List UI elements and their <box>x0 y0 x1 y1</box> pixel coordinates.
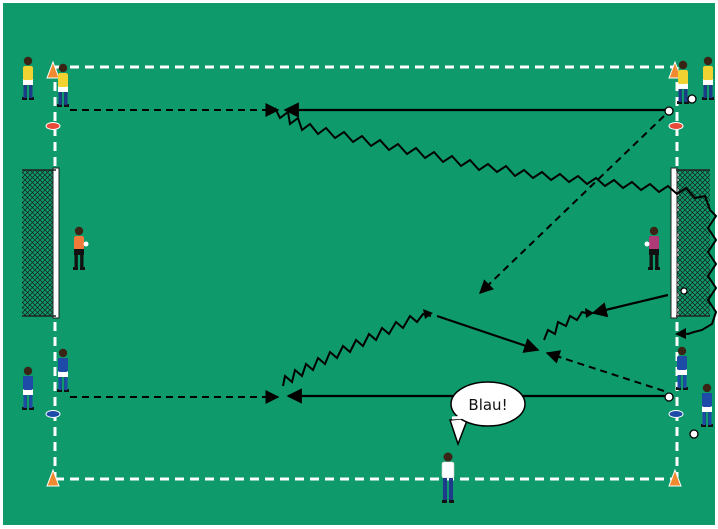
yellow-player <box>702 56 714 100</box>
ball <box>664 106 674 116</box>
ball <box>680 287 688 295</box>
blue-player <box>57 348 69 392</box>
yellow-player <box>57 63 69 107</box>
blue-player <box>676 346 688 390</box>
blue-player <box>22 366 34 410</box>
coach-speech-bubble: Blau! <box>448 381 526 447</box>
field-boundary <box>53 65 679 481</box>
yellow-player <box>22 56 34 100</box>
ball <box>687 94 697 104</box>
cone <box>46 60 60 79</box>
dribble-arrowheads <box>423 308 686 339</box>
marker-disc-red <box>668 122 684 130</box>
coach <box>441 452 455 503</box>
yellow-player <box>677 60 689 104</box>
goalkeeper-right <box>644 226 660 270</box>
balls <box>664 94 699 439</box>
dribble-path <box>274 107 718 336</box>
blue-player <box>701 383 713 427</box>
marker-disc-blue <box>45 410 61 418</box>
marker-disc-red <box>45 122 61 130</box>
cone <box>46 468 60 487</box>
right-goal <box>670 167 710 319</box>
ball <box>664 392 674 402</box>
left-goal <box>22 167 60 319</box>
dribble-lines <box>274 107 718 387</box>
dribble-path <box>282 312 432 387</box>
run-lines <box>70 103 665 404</box>
dribble-path <box>543 310 591 341</box>
ball <box>689 429 699 439</box>
pitch-background <box>3 3 715 525</box>
goalkeeper-left <box>73 226 89 270</box>
callout-text: Blau! <box>468 396 507 414</box>
marker-disc-blue <box>668 410 684 418</box>
cone <box>668 468 682 487</box>
